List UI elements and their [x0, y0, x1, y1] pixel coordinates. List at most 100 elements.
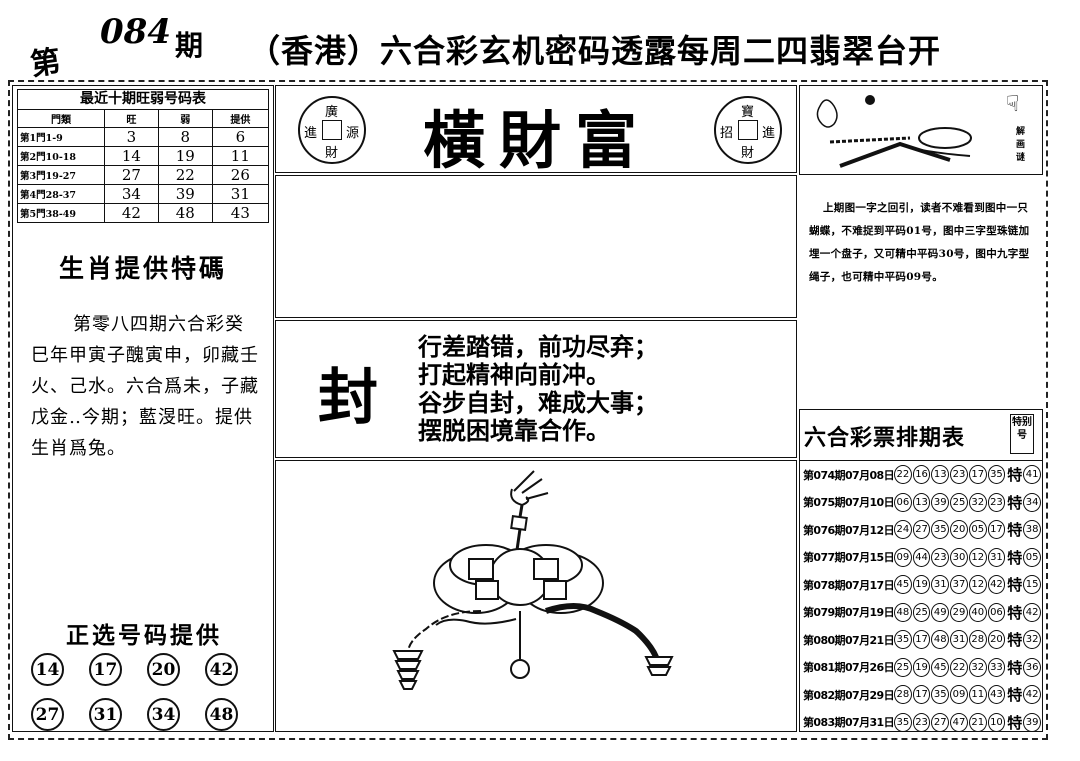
ball: 19: [912, 575, 931, 595]
ball: 23: [912, 712, 931, 732]
coin-char: 廣: [325, 105, 339, 120]
rope-left: [407, 610, 482, 654]
ball: 12: [968, 547, 987, 567]
special-word: 特: [1007, 548, 1023, 567]
issue-prefix: 第: [28, 44, 63, 83]
special-label: 特别号: [1010, 414, 1034, 454]
cell-value: 31: [211, 184, 270, 204]
table-row: 第4門28-37 34 39 31: [17, 184, 270, 204]
pick-number: 27: [31, 698, 64, 731]
ball: 06: [987, 602, 1006, 622]
riddle-text: 上期图一字之回引，读者不难看到图中一只蝴蝶，不难捉到平码01号，图中三字型珠链加…: [809, 202, 1030, 283]
special-ball: 34: [1023, 492, 1042, 512]
ball: 09: [893, 547, 912, 567]
coin-char: 財: [741, 146, 755, 161]
coin-char: 財: [325, 146, 339, 161]
right-coin: 寶 招 進 財: [714, 96, 782, 164]
stats-table: 門類 旺 弱 提供 第1門1-9 3 8 6 第2門10-18 14 19 11…: [17, 109, 270, 223]
table-row: 第1門1-9 3 8 6: [17, 127, 270, 147]
coin-char: 進: [304, 126, 318, 141]
special-ball: 42: [1023, 602, 1042, 622]
special-word: 特: [1007, 603, 1023, 622]
picks-grid: 14 17 20 42 27 31 34 48: [31, 653, 261, 731]
schedule-title: 六合彩票排期表: [804, 426, 966, 451]
ball: 31: [987, 547, 1006, 567]
special-ball: 41: [1023, 465, 1042, 485]
draw-period: 第081期07月26日: [803, 661, 895, 675]
fork-drawing: [510, 470, 549, 507]
ball: 43: [987, 685, 1006, 705]
cell-value: 27: [104, 165, 159, 185]
special-ball: 15: [1023, 575, 1042, 595]
ball: 40: [968, 602, 987, 622]
riddle-text-panel: 上期图一字之回引，读者不难看到图中一只蝴蝶，不难捉到平码01号，图中三字型珠链加…: [799, 177, 1043, 407]
ball: 42: [987, 575, 1006, 595]
ball: 37: [950, 575, 968, 595]
ball: 23: [950, 465, 968, 485]
ball: 06: [893, 492, 912, 512]
zodiac-heading: 生肖提供特碼: [58, 254, 227, 283]
poem-line: 摆脱困境靠合作。: [418, 417, 610, 445]
ball: 13: [912, 492, 931, 512]
special-word: 特: [1007, 713, 1023, 732]
issue-suffix: 期: [175, 29, 204, 62]
ball: 47: [950, 712, 968, 732]
poem-line: 谷步自封，难成大事；: [418, 389, 658, 417]
left-ingot-stack: [392, 650, 424, 690]
ball: 17: [912, 685, 931, 705]
ball: 20: [987, 630, 1006, 650]
ball: 20: [950, 520, 968, 540]
ball: 44: [912, 547, 931, 567]
special-word: 特: [1007, 631, 1023, 650]
stats-table-title: 最近十期旺弱号码表: [17, 89, 269, 109]
ball: 23: [931, 547, 950, 567]
ball: 17: [968, 465, 987, 485]
coin-char: 源: [346, 126, 360, 141]
ball: 25: [893, 657, 912, 677]
table-row: 第2門10-18 14 19 11: [17, 146, 270, 166]
ball: 49: [931, 602, 950, 622]
issue-number: 084: [100, 12, 171, 52]
special-ball: 32: [1023, 630, 1042, 650]
poem-lines: 行差踏错，前功尽弃； 打起精神向前冲。 谷步自封，难成大事； 摆脱困境靠合作。: [418, 333, 658, 445]
table-row: 第3門19-27 27 22 26: [17, 165, 270, 185]
ball: 35: [931, 685, 950, 705]
row-label: 第2門10-18: [17, 146, 105, 166]
cell-value: 14: [104, 146, 159, 166]
special-ball: 05: [1023, 547, 1042, 567]
cell-value: 42: [104, 203, 159, 223]
ball: 48: [931, 630, 950, 650]
ball: 19: [912, 657, 931, 677]
row-label: 第4門28-37: [17, 184, 105, 204]
cell-value: 48: [157, 203, 213, 223]
col-header: 提供: [211, 109, 270, 128]
ball: 23: [987, 492, 1006, 512]
ball: 35: [987, 465, 1006, 485]
cell-value: 6: [211, 127, 270, 147]
ball: 25: [912, 602, 931, 622]
ball: 35: [893, 630, 912, 650]
ball: 09: [950, 685, 968, 705]
stats-table-box: 最近十期旺弱号码表 門類 旺 弱 提供 第1門1-9 3 8 6 第2門10-1…: [17, 89, 270, 223]
cell-value: 26: [211, 165, 270, 185]
draw-period: 第076期07月12日: [803, 523, 895, 537]
poem-word: 封: [318, 363, 378, 433]
header: 第 084 期 （香港）六合彩玄机密码透露每周二四翡翠台开: [0, 0, 1080, 83]
special-word: 特: [1007, 466, 1023, 485]
ball: 22: [893, 465, 912, 485]
ball: 17: [912, 630, 931, 650]
poem-panel: 封 行差踏错，前功尽弃； 打起精神向前冲。 谷步自封，难成大事； 摆脱困境靠合作…: [275, 320, 797, 458]
special-word: 特: [1007, 576, 1023, 595]
coin-cluster: [433, 544, 604, 614]
poem-line: 行差踏错，前功尽弃；: [418, 333, 658, 361]
header-title: （香港）六合彩玄机密码透露每周二四翡翠台开: [248, 32, 942, 70]
ball: 24: [893, 520, 912, 540]
banner: 廣 進 源 財 橫財富 寶 招 進 財: [275, 85, 797, 177]
cell-value: 11: [211, 146, 270, 166]
pick-number: 14: [31, 653, 64, 686]
ball: 29: [950, 602, 968, 622]
